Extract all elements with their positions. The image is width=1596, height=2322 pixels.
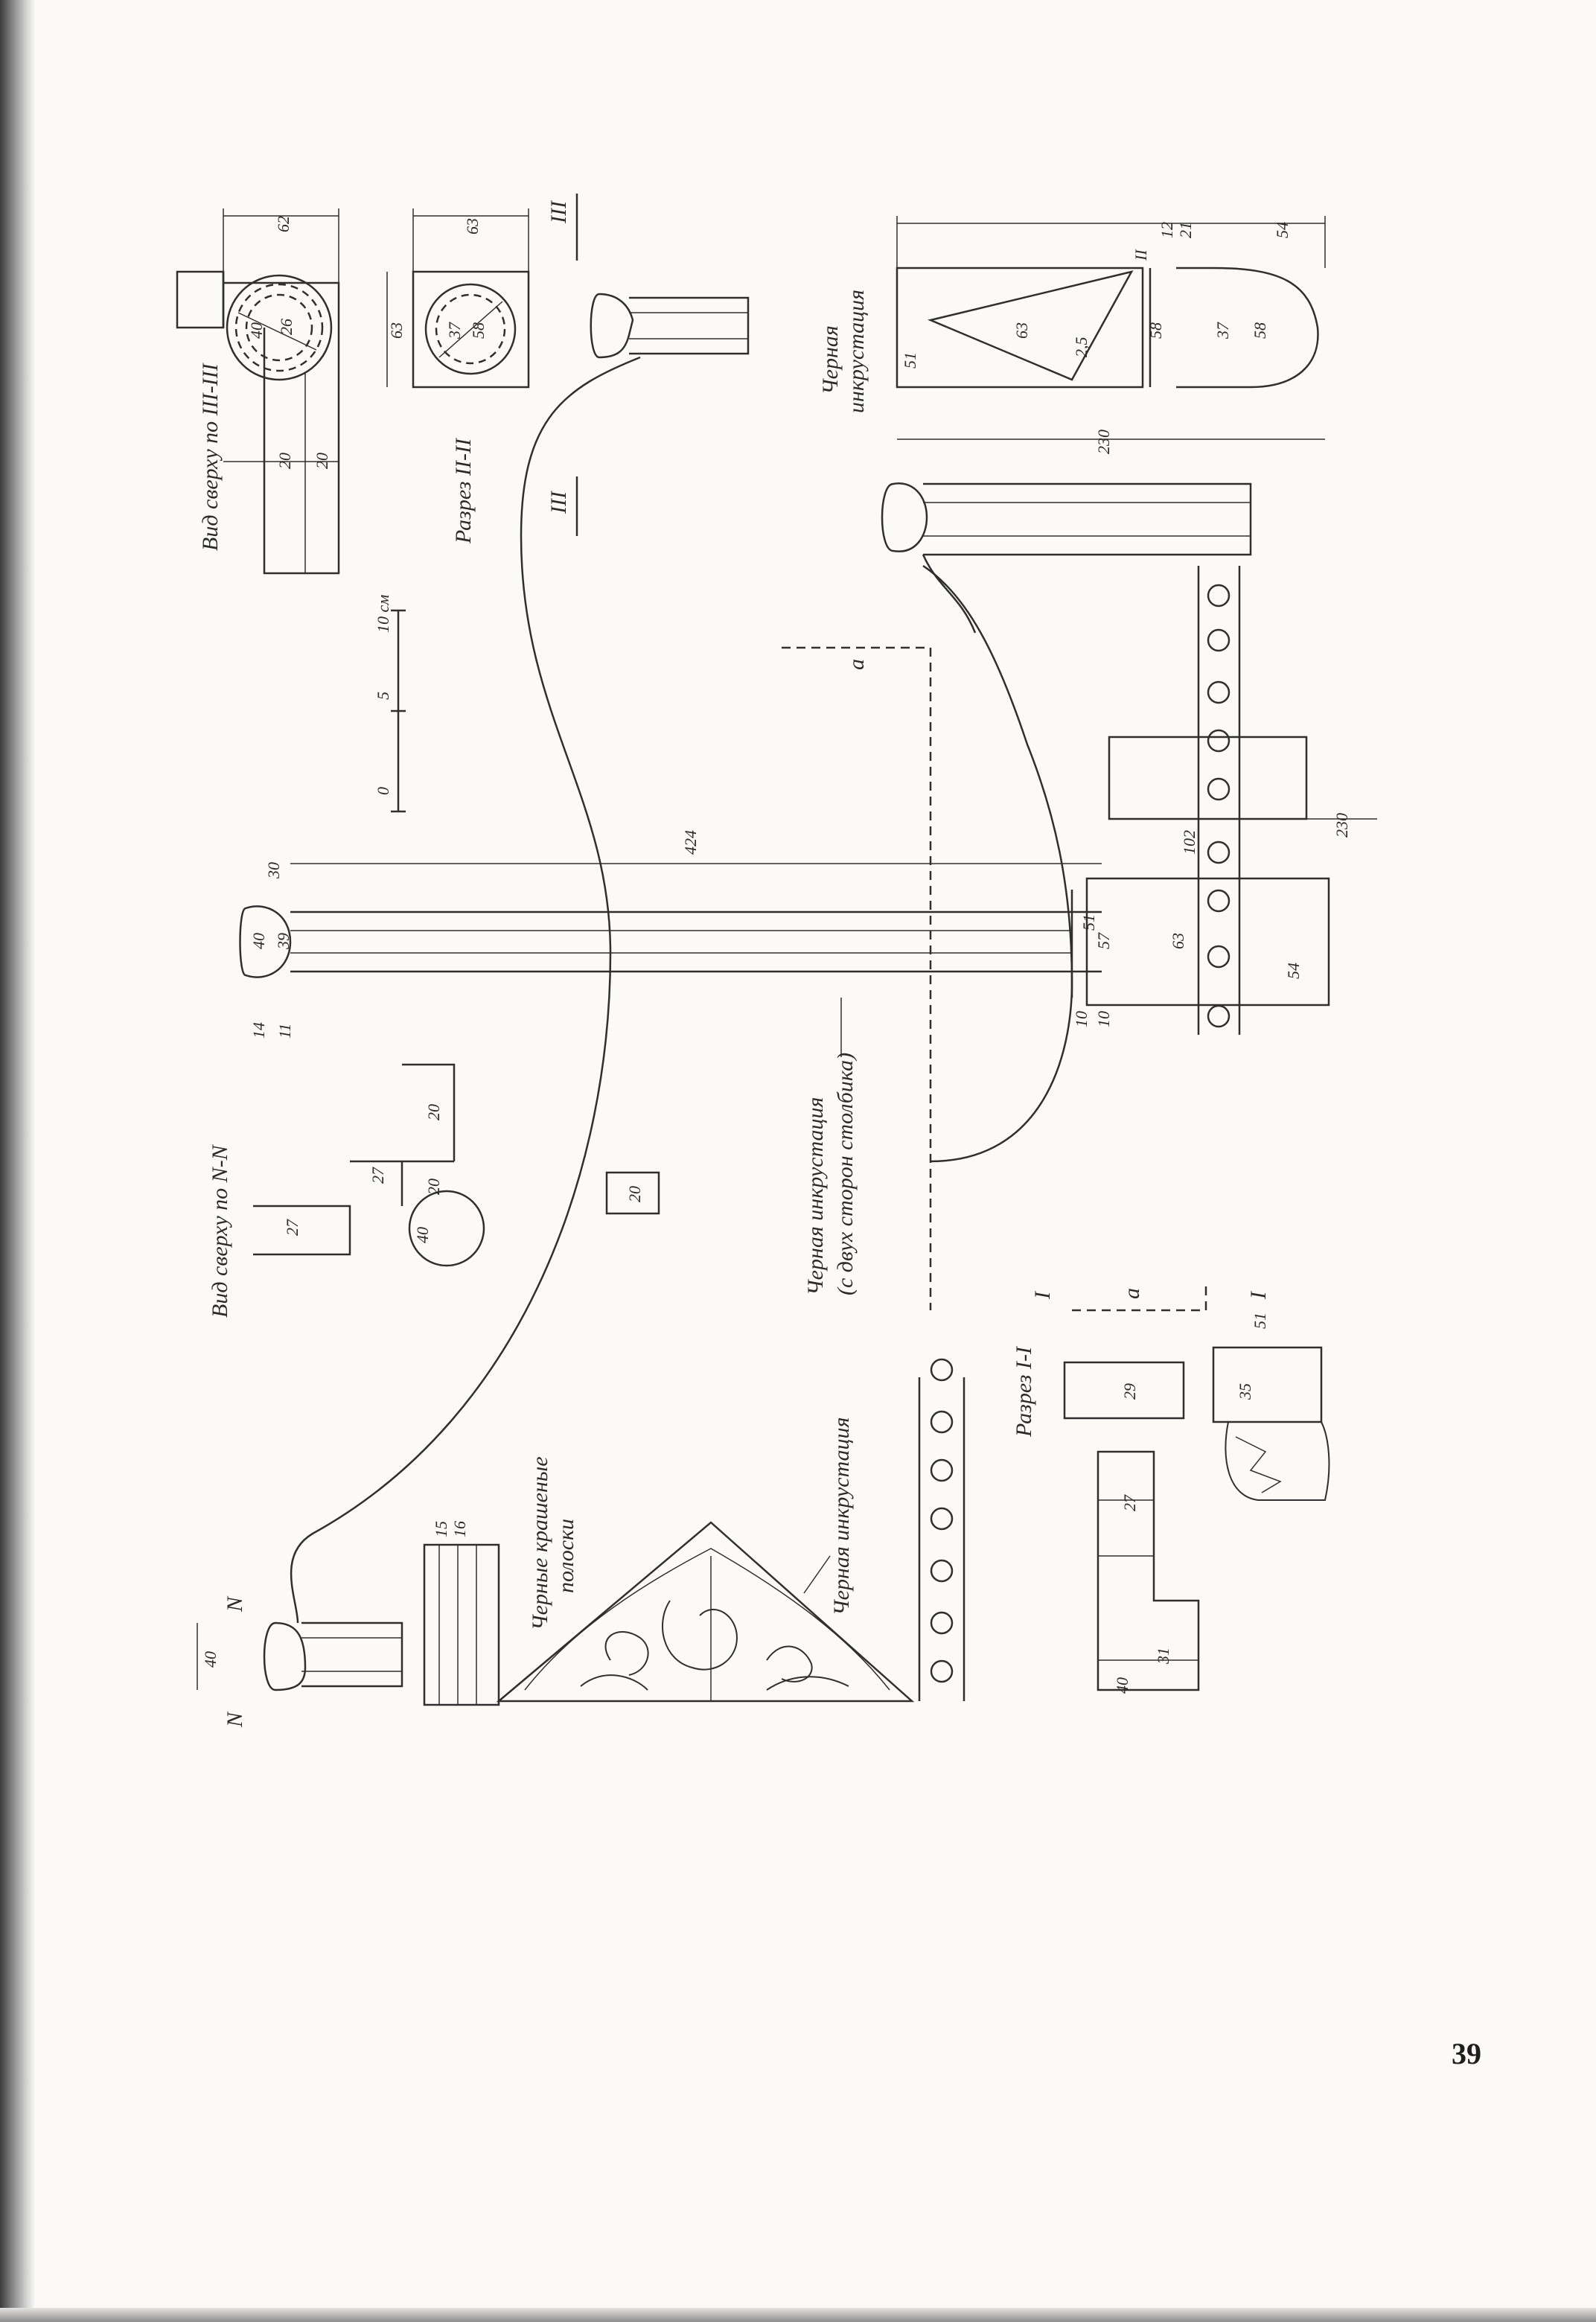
top-view-n-title: Вид сверху по N-N bbox=[208, 1144, 232, 1318]
dim-63-post: 63 bbox=[1169, 933, 1187, 949]
scale-bar: 0 5 10 см bbox=[374, 595, 406, 813]
mark-i-a: I bbox=[1030, 1290, 1055, 1300]
dim-27-sec: 27 bbox=[1120, 1494, 1139, 1511]
section-ii: Разрез II-II 63 63 37 58 bbox=[386, 208, 530, 544]
hole-rail-upper: 230 bbox=[1108, 566, 1377, 1035]
dim-26: 26 bbox=[277, 319, 296, 335]
dim-40-top: 40 bbox=[247, 322, 266, 339]
inlay-post-note: (с двух сторон столбика) bbox=[833, 1053, 858, 1295]
dashed-outline-a: a a I I bbox=[782, 646, 1271, 1312]
mark-ii-finial: II bbox=[1131, 249, 1150, 261]
finial-right bbox=[881, 482, 1252, 634]
scale-tick-0: 0 bbox=[374, 787, 392, 795]
section-i: Разрез I-I 29 35 51 27 31 40 bbox=[1012, 1312, 1330, 1694]
dim-29: 29 bbox=[1120, 1383, 1139, 1400]
dim-230-rail: 230 bbox=[1332, 813, 1351, 838]
dim-20-n: 20 bbox=[424, 1104, 443, 1120]
mark-a-bottom: a bbox=[1120, 1288, 1144, 1299]
dim-58-sec: 58 bbox=[469, 322, 488, 339]
dim-37-sec: 37 bbox=[445, 322, 464, 339]
inlay-finial-label-1: Черная bbox=[818, 325, 843, 395]
dim-63-finial: 63 bbox=[1012, 322, 1031, 339]
dim-21-finial: 21 bbox=[1176, 222, 1195, 238]
dim-51-sec: 51 bbox=[1251, 1312, 1269, 1329]
finial-side-view: 230 63 54 58 58 37 2,5 51 12 21 II Черна… bbox=[818, 216, 1326, 454]
dim-40-post: 40 bbox=[249, 933, 268, 949]
top-view-n: Вид сверху по N-N 27 27 20 20 40 20 bbox=[208, 1063, 660, 1318]
dim-51-finial: 51 bbox=[901, 352, 919, 369]
top-view-iii: Вид сверху по III-III 62 40 26 20 20 bbox=[176, 208, 340, 575]
scale-tick-10: 10 см bbox=[374, 595, 392, 633]
dim-27-n: 27 bbox=[283, 1219, 301, 1236]
section-marks-n: N N 40 bbox=[197, 1595, 247, 1728]
dim-63-sec: 63 bbox=[463, 218, 482, 235]
scale-tick-5: 5 bbox=[374, 692, 392, 700]
mark-iii-top: III bbox=[546, 200, 571, 224]
top-view-iii-title: Вид сверху по III-III bbox=[198, 362, 223, 551]
inlay-post-label: Черная инкрустация bbox=[803, 1097, 828, 1295]
dim-51-post: 51 bbox=[1079, 914, 1098, 931]
center-post: 424 102 30 40 39 14 11 63 51 57 54 10 10… bbox=[239, 830, 1330, 1295]
dim-58-finial: 58 bbox=[1146, 322, 1165, 339]
dim-25-finial: 2,5 bbox=[1072, 337, 1091, 358]
dim-424: 424 bbox=[681, 830, 700, 855]
stripes-label-2: полоски bbox=[554, 1519, 578, 1593]
dim-40-sec: 40 bbox=[1113, 1677, 1131, 1694]
dim-63-sec-b: 63 bbox=[387, 322, 406, 339]
inlay-finial-label-2: инкрустация bbox=[844, 290, 869, 413]
dim-11: 11 bbox=[275, 1024, 294, 1039]
dim-14: 14 bbox=[249, 1022, 268, 1039]
dim-57-post: 57 bbox=[1094, 932, 1113, 949]
mark-iii-bottom: III bbox=[546, 490, 571, 514]
dim-10b-post: 10 bbox=[1094, 1011, 1113, 1027]
section-ii-title: Разрез II-II bbox=[451, 437, 476, 544]
dim-10-post: 10 bbox=[1072, 1011, 1091, 1027]
dim-16: 16 bbox=[450, 1521, 469, 1537]
section-i-title: Разрез I-I bbox=[1012, 1345, 1036, 1438]
dim-20-tab: 20 bbox=[625, 1186, 644, 1202]
dim-54-finial: 54 bbox=[1273, 222, 1292, 238]
dim-39: 39 bbox=[274, 933, 293, 950]
curved-support bbox=[263, 293, 1073, 1691]
page-bottom-edge bbox=[0, 2308, 1596, 2322]
dim-40-nn: 40 bbox=[413, 1227, 432, 1243]
dim-35: 35 bbox=[1236, 1383, 1254, 1400]
mark-a-top: a bbox=[844, 659, 869, 670]
dim-62: 62 bbox=[274, 216, 293, 232]
section-marks-iii: III III bbox=[546, 194, 578, 536]
book-spine-shadow bbox=[0, 0, 34, 2322]
dim-12-finial: 12 bbox=[1158, 222, 1176, 238]
dim-230-finial: 230 bbox=[1094, 430, 1113, 454]
dim-20-top-a: 20 bbox=[275, 453, 294, 469]
dim-30: 30 bbox=[264, 862, 283, 879]
dim-20-top-b: 20 bbox=[313, 453, 331, 469]
mark-i-b: I bbox=[1246, 1290, 1271, 1300]
gable-pediment: 16 15 Черные крашеные полоски Черная инк… bbox=[423, 1417, 915, 1706]
mark-n-b: N bbox=[223, 1711, 247, 1728]
dim-54-post: 54 bbox=[1284, 963, 1303, 979]
dim-40-n: 40 bbox=[201, 1651, 220, 1668]
dim-31: 31 bbox=[1154, 1648, 1172, 1665]
hole-rail-lower bbox=[918, 1358, 965, 1701]
dim-58b-finial: 58 bbox=[1251, 322, 1269, 339]
dim-20b-n: 20 bbox=[424, 1178, 443, 1195]
dim-37-finial: 37 bbox=[1213, 322, 1232, 339]
inlay-gable-label: Черная инкрустация bbox=[829, 1417, 854, 1615]
stripes-label-1: Черные крашеные bbox=[528, 1456, 552, 1630]
page-number: 39 bbox=[1452, 2037, 1481, 2070]
dim-15: 15 bbox=[432, 1521, 450, 1537]
dim-27b-n: 27 bbox=[368, 1167, 387, 1184]
mark-n-a: N bbox=[223, 1595, 247, 1613]
dim-102: 102 bbox=[1180, 830, 1198, 855]
